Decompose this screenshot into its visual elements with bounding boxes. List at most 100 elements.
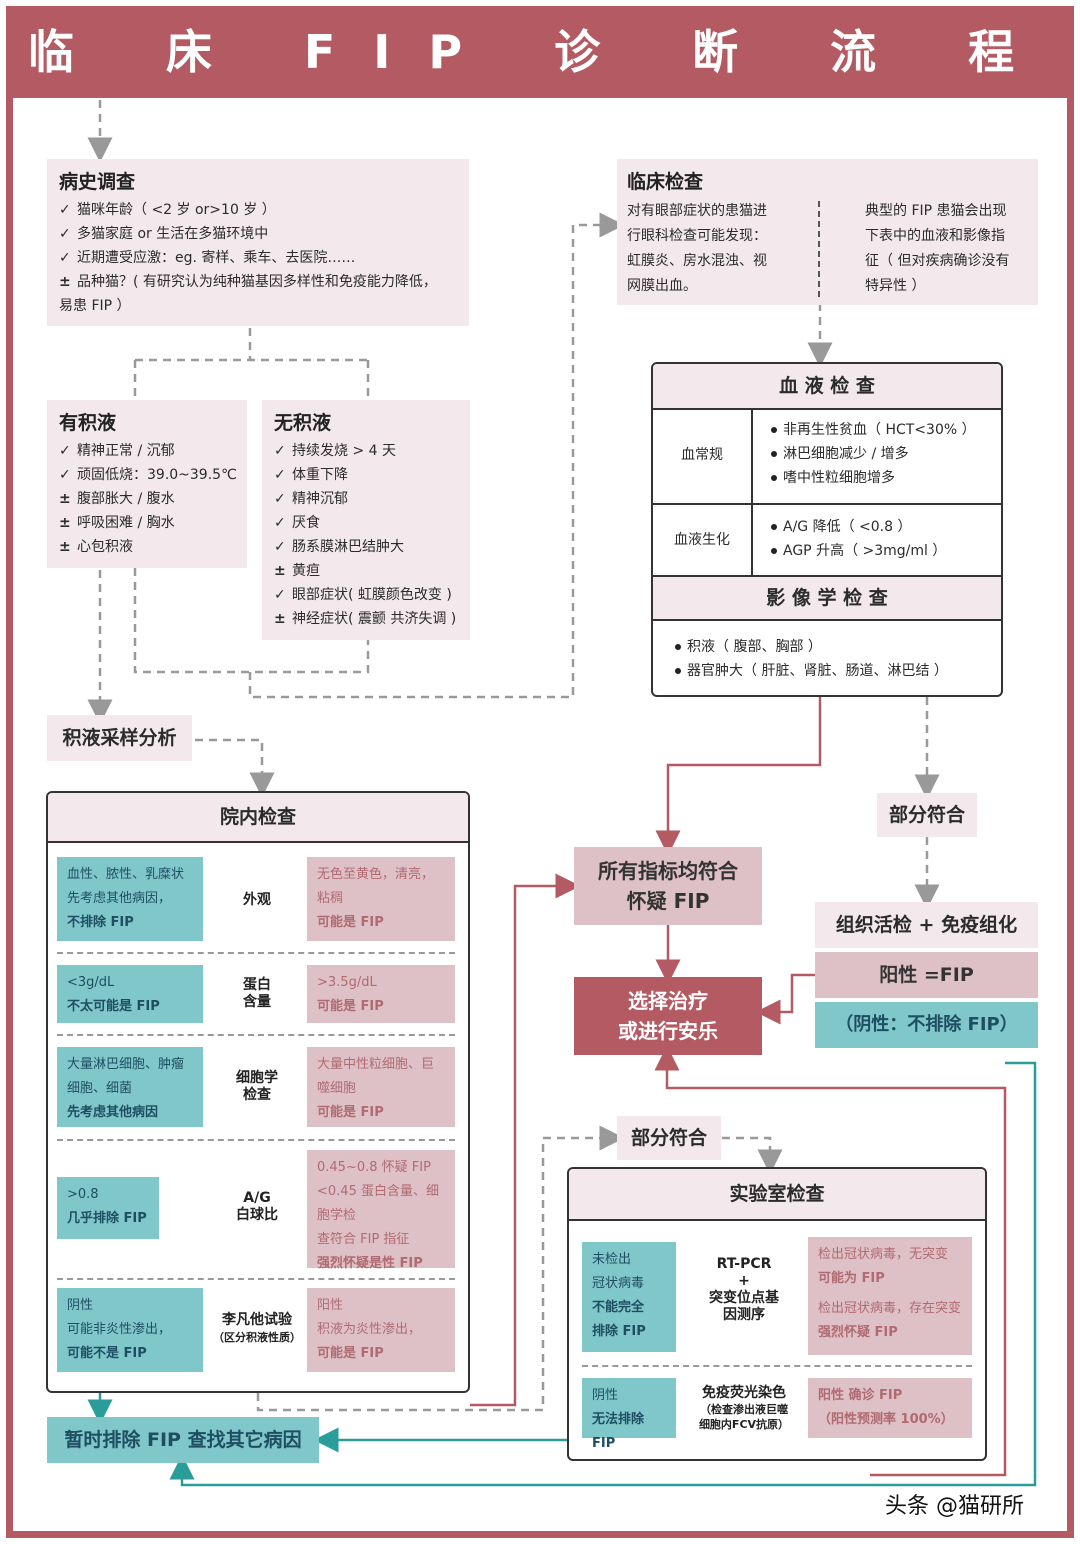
inhouse-test-name: 外观	[205, 892, 309, 909]
bullet-text: 淋巴细胞减少 / 增多	[783, 446, 909, 462]
blood-row-chem: 血液生化 A/G 降低（ <0.8 ）AGP 升高（ >3mg/ml ）	[653, 505, 1001, 577]
biopsy-label: 组织活检 + 免疫组化	[815, 902, 1038, 948]
history-box: 病史调查 ✓猫咪年龄（ <2 岁 or>10 岁 ）✓多猫家庭 or 生活在多猫…	[47, 159, 469, 326]
no-effusion-item: ✓厌食	[274, 511, 458, 535]
clinical-right-text: 典型的 FIP 患猫会出现下表中的血液和影像指征（ 但对疾病确诊没有特异性 ）	[865, 199, 1035, 299]
result-line: 积液为炎性渗出，	[317, 1322, 422, 1337]
test-name-line: 外观	[243, 892, 271, 908]
inhouse-title: 院内检查	[48, 793, 468, 843]
item-text: 多猫家庭 or 生活在多猫环境中	[77, 226, 269, 242]
result-conclusion: 强烈怀疑 FIP	[818, 1325, 898, 1340]
effusion-list: ✓精神正常 / 沉郁✓顽固低烧：39.0~39.5℃±腹部胀大 / 腹水±呼吸困…	[59, 439, 237, 559]
item-text: 心包积液	[77, 539, 133, 555]
result-line: 阴性	[67, 1298, 94, 1313]
chem-list: A/G 降低（ <0.8 ）AGP 升高（ >3mg/ml ）	[771, 515, 946, 563]
all-match-line1: 所有指标均符合	[598, 859, 738, 883]
no-effusion-title: 无积液	[274, 412, 332, 434]
history-item: ✓猫咪年龄（ <2 岁 or>10 岁 ）	[59, 198, 457, 222]
test-name-line: A/G	[243, 1190, 271, 1206]
item-text: 持续发烧 > 4 天	[292, 443, 396, 459]
row-divider	[57, 1139, 455, 1141]
bullet-dot	[771, 548, 777, 554]
history-item: ✓近期遭受应激：eg. 寄样、乘车、去医院……	[59, 246, 457, 270]
inhouse-test-name: 蛋白含量	[205, 977, 309, 1011]
check-mark: ±	[59, 539, 71, 555]
inhouse-right-result: 大量中性粒细胞、巨噬细胞可能是 FIP	[307, 1047, 455, 1127]
bullet-item: 嗜中性粒细胞增多	[771, 466, 976, 490]
effusion-item: ±腹部胀大 / 腹水	[59, 487, 235, 511]
treatment-line1: 选择治疗	[628, 989, 708, 1013]
test-name-line: 突变位点基	[709, 1290, 779, 1306]
bullet-dot	[771, 451, 777, 457]
test-name-line: 李凡他试验	[222, 1312, 292, 1328]
result-line: 大量淋巴细胞、肿瘤	[67, 1057, 185, 1072]
item-text: 腹部胀大 / 腹水	[77, 491, 175, 507]
inhouse-right-result: 无色至黄色，清亮，粘稠可能是 FIP	[307, 857, 455, 941]
clinical-divider	[818, 201, 820, 297]
item-text: 顽固低烧：39.0~39.5℃	[77, 467, 237, 483]
blood-title: 血 液 检 查	[653, 364, 1001, 410]
item-text: 眼部症状( 虹膜颜色改变 )	[292, 587, 452, 603]
chem-label: 血液生化	[653, 505, 753, 575]
effusion-title: 有积液	[59, 412, 117, 434]
bullet-dot	[771, 524, 777, 530]
result-conclusion: 可能是 FIP	[317, 1105, 384, 1120]
bullet-item: 淋巴细胞减少 / 增多	[771, 442, 976, 466]
imaging-title: 影 像 学 检 查	[653, 577, 1001, 621]
bullet-text: 器官肿大（ 肝脏、肾脏、肠道、淋巴结 ）	[687, 663, 948, 679]
check-mark: ✓	[274, 539, 286, 555]
bullet-item: 非再生性贫血（ HCT<30% ）	[771, 418, 976, 442]
history-item: ✓多猫家庭 or 生活在多猫环境中	[59, 222, 457, 246]
effusion-item: ✓顽固低烧：39.0~39.5℃	[59, 463, 237, 487]
result-line: 未检出	[592, 1252, 632, 1267]
no-effusion-item: ±黄疸	[274, 559, 458, 583]
history-item: ±品种猫？( 有研究认为纯种猫基因多样性和免疫能力降低，	[59, 270, 457, 294]
inhouse-right-result: 0.45~0.8 怀疑 FIP<0.45 蛋白含量、细胞学检查符合 FIP 指征…	[307, 1150, 455, 1271]
test-name-line: 细胞学	[236, 1070, 278, 1086]
result-conclusion: 排除 FIP	[592, 1324, 646, 1339]
result-line: 无色至黄色，清亮，	[317, 867, 435, 882]
result-line: 大量中性粒细胞、巨	[317, 1057, 435, 1072]
test-name-line: 细胞内FCV抗原）	[698, 1418, 790, 1431]
no-effusion-item: ✓体重下降	[274, 463, 458, 487]
lab-test-name: 免疫荧光染色（检查渗出液巨噬细胞内FCV抗原）	[684, 1385, 804, 1432]
watermark: 头条 @猫研所	[885, 1494, 1024, 1519]
bullet-dot	[675, 668, 681, 674]
result-conclusion: 几乎排除 FIP	[67, 1211, 147, 1226]
bullet-item: AGP 升高（ >3mg/ml ）	[771, 539, 946, 563]
blood-row-cbc: 血常规 非再生性贫血（ HCT<30% ） 淋巴细胞减少 / 增多嗜中性粒细胞增多	[653, 408, 1001, 505]
result-line: >3.5g/dL	[317, 975, 377, 990]
bullet-text: AGP 升高（ >3mg/ml ）	[783, 543, 947, 559]
test-name-line: RT-PCR	[716, 1256, 772, 1272]
check-mark: ✓	[59, 202, 71, 218]
bullet-text: 积液（ 腹部、胸部 ）	[687, 639, 822, 655]
cbc-list: 非再生性贫血（ HCT<30% ） 淋巴细胞减少 / 增多嗜中性粒细胞增多	[771, 418, 976, 490]
no-effusion-item: ✓ 持续发烧 > 4 天	[274, 439, 458, 463]
item-text: 品种猫？( 有研究认为纯种猫基因多样性和免疫能力降低，	[77, 274, 437, 290]
check-mark: ✓	[274, 443, 286, 459]
inhouse-test-name: 细胞学检查	[205, 1070, 309, 1104]
item-text: 呼吸困难 / 胸水	[77, 515, 175, 531]
check-mark: ±	[59, 515, 71, 531]
inhouse-left-result: 大量淋巴细胞、肿瘤细胞、细菌先考虑其他病因	[57, 1047, 203, 1127]
test-name-line: 免疫荧光染色	[702, 1385, 786, 1401]
cbc-label: 血常规	[653, 408, 753, 503]
history-tail: 易患 FIP ）	[59, 298, 131, 314]
result-line: <3g/dL	[67, 975, 115, 990]
no-effusion-item: ±神经症状( 震颤 共济失调 )	[274, 607, 458, 631]
result-line: 可能非炎性渗出，	[67, 1322, 172, 1337]
result-line: 检出冠状病毒，存在突变	[818, 1301, 962, 1316]
result-line: 细胞、细菌	[67, 1081, 133, 1096]
clinical-title: 临床检查	[627, 171, 704, 193]
all-match-box: 所有指标均符合 怀疑 FIP	[574, 847, 762, 925]
lab-left-result: 阴性无法排除 FIP	[582, 1378, 676, 1451]
item-text: 体重下降	[292, 467, 348, 483]
clinical-left-line: 对有眼部症状的患猫进	[627, 203, 767, 219]
bullet-dot	[771, 475, 777, 481]
partial-match-bottom: 部分符合	[617, 1116, 721, 1160]
result-line: 查符合 FIP 指征	[317, 1232, 410, 1247]
result-conclusion: 阳性 确诊 FIP	[818, 1388, 903, 1403]
test-name-line: 蛋白	[243, 977, 271, 993]
